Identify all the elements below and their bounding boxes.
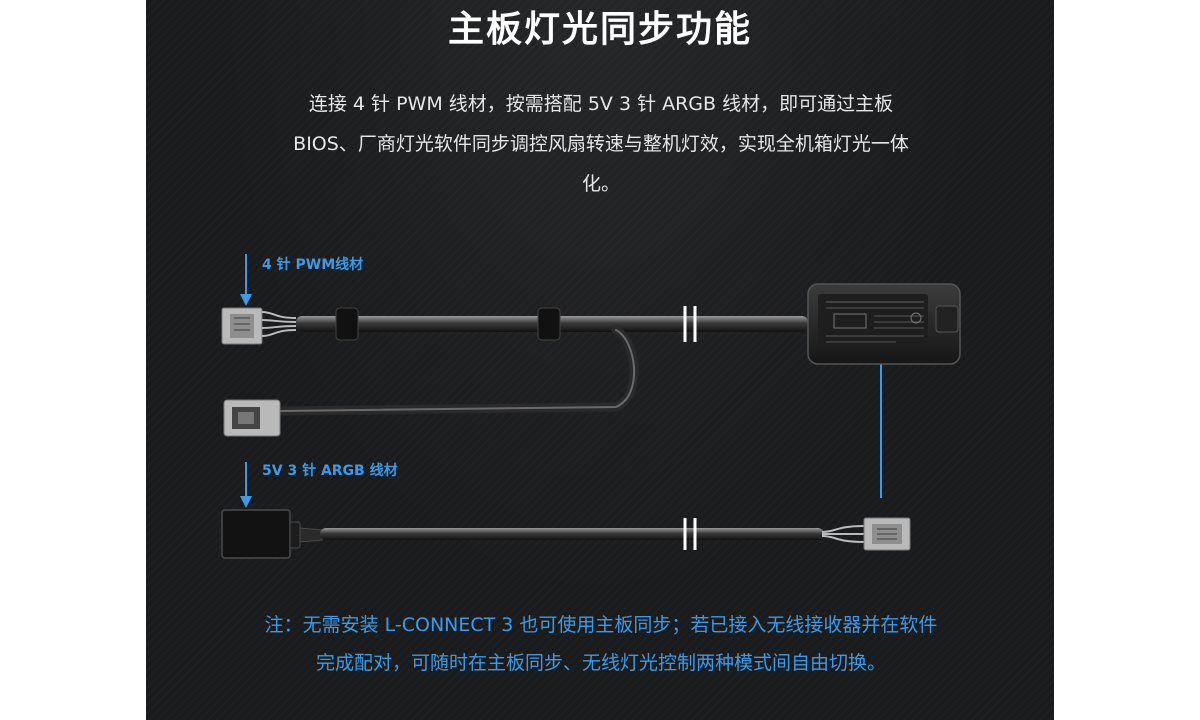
argb-cable [320,528,824,540]
fan-connector [223,399,281,437]
cable-clip-1 [335,307,359,341]
cable-diagram [221,254,961,559]
branch-cable [275,325,639,416]
product-panel: 主板灯光同步功能 连接 4 针 PWM 线材，按需搭配 5V 3 针 ARGB … [146,0,1054,720]
feature-description: 连接 4 针 PWM 线材，按需搭配 5V 3 针 ARGB 线材，即可通过主板… [293,93,909,195]
cable-break-mark-1 [683,306,697,342]
cable-clip-2 [537,307,561,341]
page-title: 主板灯光同步功能 [447,9,752,50]
argb-3pin-connector [821,517,911,551]
cable-break-mark-2 [683,518,697,550]
argb-cable-label: 5V 3 针 ARGB 线材 [262,463,398,479]
sync-note: 注：无需安装 L-CONNECT 3 也可使用主板同步；若已接入无线接收器并在软… [264,614,938,674]
argb-connector [221,509,323,559]
pwm-4pin-connector [221,307,297,345]
pwm-cable-label: 4 针 PWM线材 [262,257,364,273]
wireless-receiver [807,283,961,365]
argb-arrow [240,462,252,508]
pwm-arrow [240,254,252,306]
